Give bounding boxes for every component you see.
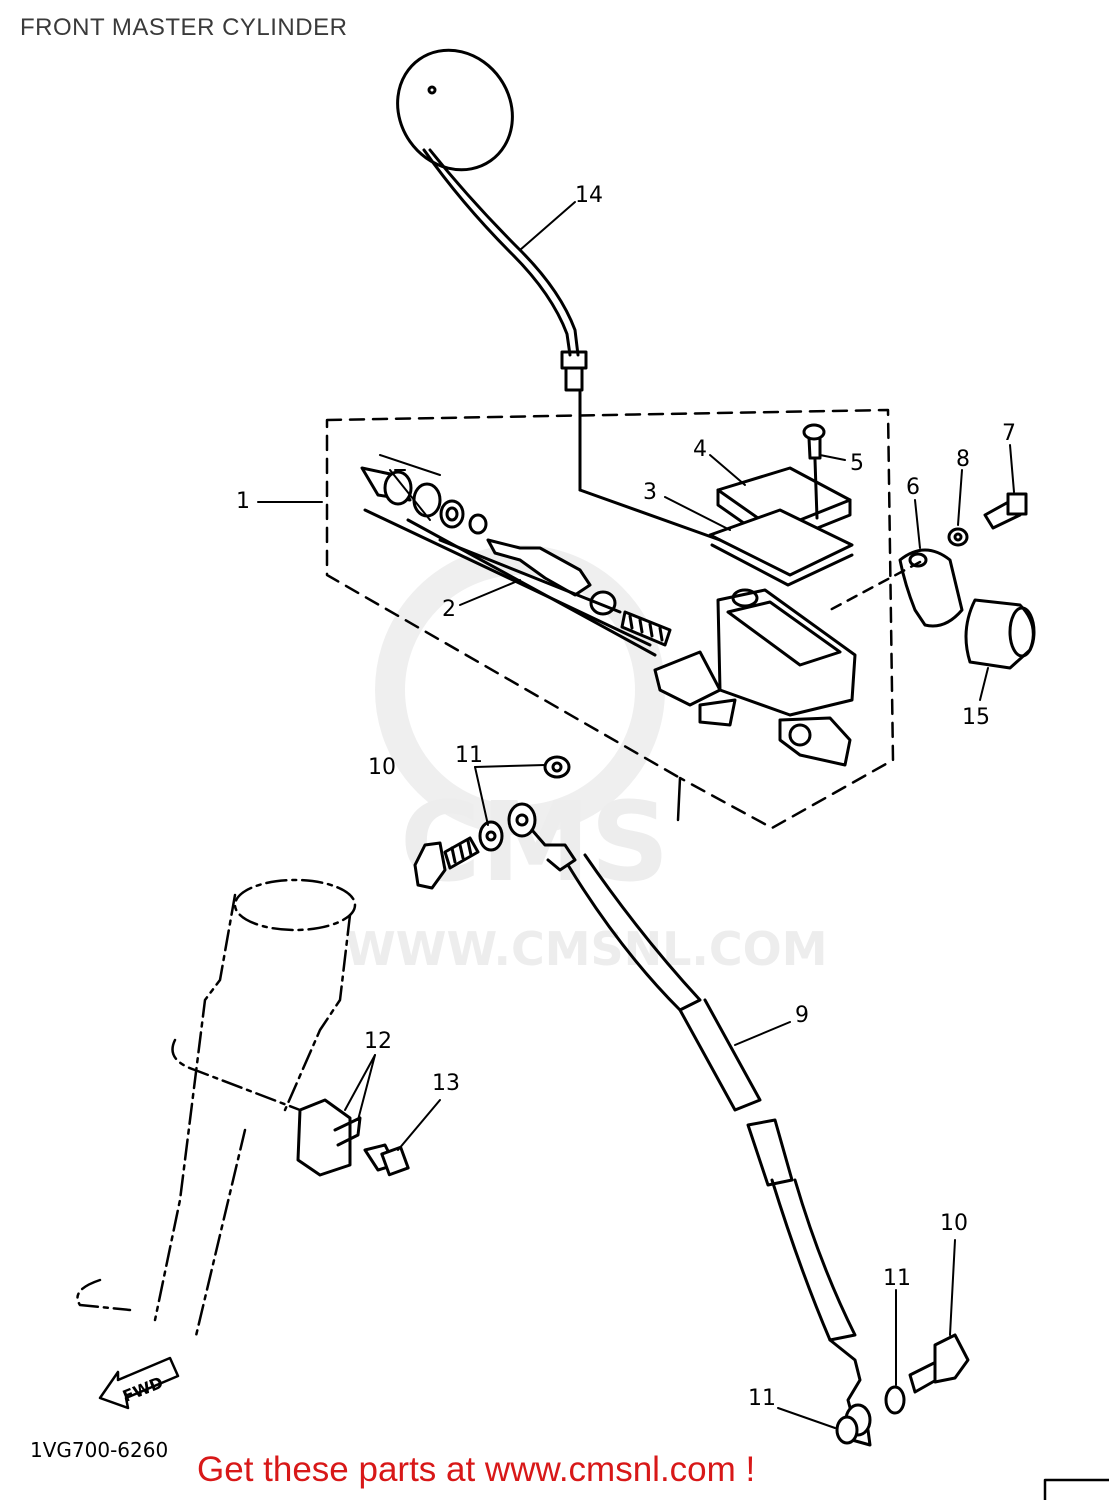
callout-label: 12 bbox=[364, 1029, 392, 1054]
callout-label: 11 bbox=[455, 743, 483, 768]
callout-labels: 1 2 3 4 5 6 7 8 9 10 11 11 10 11 12 13 1… bbox=[236, 183, 1016, 1411]
handlebar-clamp bbox=[828, 492, 1028, 628]
callout-label: 5 bbox=[850, 451, 864, 476]
master-cylinder-body bbox=[578, 390, 857, 767]
callout-label: 11 bbox=[883, 1266, 911, 1291]
watermark-url-text: WWW.CMSNL.COM bbox=[345, 922, 828, 976]
handlebar-outline bbox=[76, 878, 357, 1342]
callout-label: 11 bbox=[748, 1386, 776, 1411]
callout-label: 4 bbox=[693, 437, 707, 462]
reservoir-cap bbox=[708, 466, 854, 587]
forward-arrow: FWD bbox=[98, 1356, 180, 1410]
promo-link-text[interactable]: Get these parts at www.cmsnl.com ! bbox=[197, 1450, 756, 1489]
callout-label: 8 bbox=[956, 447, 970, 472]
callout-label: 7 bbox=[1002, 421, 1016, 446]
callout-label: 3 bbox=[643, 480, 657, 505]
rubber-boot bbox=[964, 598, 1036, 670]
page-title: FRONT MASTER CYLINDER bbox=[20, 14, 348, 41]
piston-assembly bbox=[360, 466, 672, 657]
callout-label: 13 bbox=[432, 1071, 460, 1096]
union-bolt-lower bbox=[835, 1333, 970, 1445]
drawing-code: 1VG700-6260 bbox=[30, 1438, 169, 1462]
callout-label: 10 bbox=[368, 755, 396, 780]
brake-hose bbox=[507, 802, 872, 1447]
callout-label: 9 bbox=[795, 1003, 809, 1028]
corner-mark bbox=[1043, 1478, 1109, 1500]
mirror-part bbox=[396, 48, 588, 392]
mirror-holder bbox=[296, 1098, 410, 1177]
callout-label: 6 bbox=[906, 475, 920, 500]
cap-screw bbox=[802, 423, 826, 520]
callout-label: 14 bbox=[575, 183, 603, 208]
watermark-logo-text: CMS bbox=[400, 778, 669, 906]
callout-label: 1 bbox=[236, 489, 250, 514]
callout-label: 10 bbox=[940, 1211, 968, 1236]
leader-lines bbox=[257, 201, 1015, 1429]
assembly-boundary bbox=[325, 408, 895, 830]
union-bolt-upper bbox=[413, 755, 571, 890]
callout-label: 2 bbox=[442, 597, 456, 622]
callout-label: 15 bbox=[962, 705, 990, 730]
